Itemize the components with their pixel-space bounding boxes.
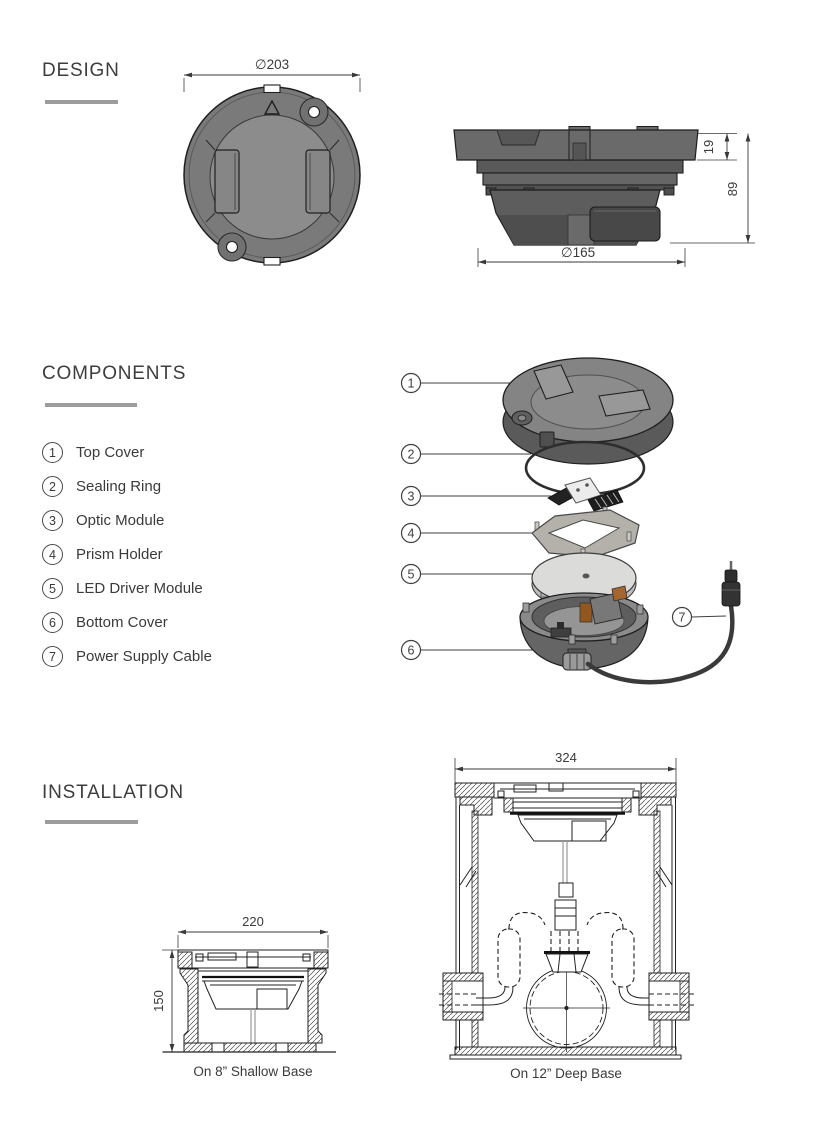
- callout-6: 6: [408, 644, 415, 658]
- list-item: 5 LED Driver Module: [42, 578, 212, 599]
- installation-section-underline: [45, 820, 138, 824]
- top-view-device: [183, 84, 361, 266]
- shallow-height-label: 150: [151, 990, 166, 1012]
- item-label: Sealing Ring: [76, 478, 162, 495]
- side-view-drawing: 19 89 ∅165: [453, 126, 755, 267]
- item-number-badge: 1: [42, 442, 63, 463]
- callout-1: 1: [408, 377, 415, 391]
- right-conduit-boss: [648, 972, 690, 1021]
- design-section-title: DESIGN: [42, 60, 120, 81]
- callout-7: 7: [679, 611, 686, 625]
- left-conduit-boss: [442, 972, 484, 1021]
- top-notch: [263, 84, 281, 94]
- callout-3: 3: [408, 490, 415, 504]
- orange-cable-gland: [579, 602, 593, 623]
- list-item: 3 Optic Module: [42, 510, 212, 531]
- screw-hole-bottom-left: [217, 232, 247, 262]
- orange-connector-wedge: [611, 585, 628, 602]
- prism-holder-part: [531, 506, 640, 559]
- leader-lines: [420, 382, 727, 651]
- side-view-device: [453, 126, 699, 246]
- top-flange: [453, 126, 699, 161]
- deep-width-label: 324: [555, 750, 577, 765]
- item-label: LED Driver Module: [76, 580, 203, 597]
- shallow-width-dimension: 220: [177, 914, 329, 948]
- shallow-base-caption: On 8” Shallow Base: [193, 1064, 312, 1079]
- item-number-badge: 3: [42, 510, 63, 531]
- callout-2: 2: [408, 448, 415, 462]
- design-section-underline: [45, 100, 118, 104]
- junction-box: [589, 206, 661, 242]
- components-section-underline: [45, 403, 137, 407]
- shallow-base-drawing: 220 150: [151, 914, 336, 1079]
- item-label: Power Supply Cable: [76, 648, 212, 665]
- optic-module-part: [547, 477, 624, 512]
- item-number-badge: 2: [42, 476, 63, 497]
- flange-height-label: 19: [701, 140, 716, 154]
- power-supply-cable-part: [585, 561, 741, 685]
- item-label: Bottom Cover: [76, 614, 168, 631]
- body-diameter-label: ∅165: [561, 245, 595, 260]
- item-number-badge: 4: [42, 544, 63, 565]
- item-number-badge: 5: [42, 578, 63, 599]
- bottom-cover-part: [519, 585, 649, 671]
- installed-device: [493, 782, 642, 931]
- pipe-circle: [523, 964, 610, 1052]
- reflector-window-left: [205, 139, 240, 223]
- list-item: 6 Bottom Cover: [42, 612, 212, 633]
- list-item: 4 Prism Holder: [42, 544, 212, 565]
- components-list: 1 Top Cover 2 Sealing Ring 3 Optic Modul…: [42, 442, 212, 680]
- callout-5: 5: [408, 568, 415, 582]
- top-cover-part: [502, 357, 674, 465]
- item-number-badge: 7: [42, 646, 63, 667]
- top-view-diameter-label: ∅203: [255, 57, 289, 72]
- item-label: Prism Holder: [76, 546, 163, 563]
- components-section-title: COMPONENTS: [42, 363, 187, 384]
- screw-hole-top-right: [299, 97, 329, 127]
- shallow-section-drawing: [163, 949, 336, 1053]
- item-label: Top Cover: [76, 444, 145, 461]
- orientation-triangle-marker: [263, 99, 281, 115]
- deep-section-drawing: [436, 782, 696, 1060]
- list-item: 7 Power Supply Cable: [42, 646, 212, 667]
- deep-base-drawing: 324: [436, 750, 696, 1081]
- total-height-label: 89: [725, 182, 740, 196]
- exploded-view-drawing: 1 2 3 4 5 6 7: [400, 357, 741, 685]
- item-number-badge: 6: [42, 612, 63, 633]
- top-view-dimension: ∅203: [183, 57, 361, 92]
- callout-4: 4: [408, 527, 415, 541]
- bottom-notch: [263, 256, 281, 266]
- item-label: Optic Module: [76, 512, 165, 529]
- conduit-runs: [436, 911, 696, 1006]
- side-view-dimensions: 19 89 ∅165: [477, 133, 755, 267]
- callouts: 1 2 3 4 5 6 7: [400, 372, 693, 661]
- deep-base-caption: On 12” Deep Base: [510, 1066, 622, 1081]
- list-item: 1 Top Cover: [42, 442, 212, 463]
- installation-section-title: INSTALLATION: [42, 782, 184, 803]
- deep-width-dimension: 324: [454, 750, 677, 783]
- list-item: 2 Sealing Ring: [42, 476, 212, 497]
- top-view-drawing: ∅203: [183, 57, 361, 266]
- reflector-window-right: [305, 139, 340, 223]
- shallow-width-label: 220: [242, 914, 264, 929]
